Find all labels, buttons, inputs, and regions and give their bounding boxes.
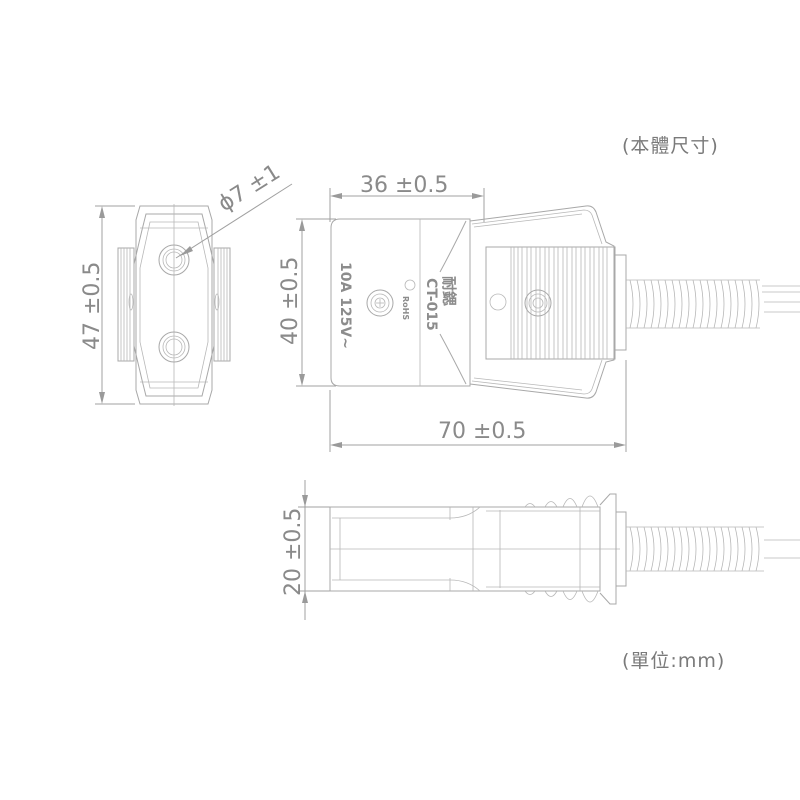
body-width-dimension: 36 ±0.5	[360, 173, 448, 198]
total-length-dimension: 70 ±0.5	[438, 419, 526, 444]
model-marking: CT-015	[423, 278, 439, 331]
cert-marking: RoHS	[401, 296, 410, 320]
side-view: 20 ±0.5	[281, 480, 800, 620]
end-view: 47 ±0.5 ϕ7 ±1	[80, 160, 293, 406]
strain-relief-spring	[626, 279, 800, 329]
top-view: 36 ±0.5 40 ±0.5	[278, 173, 800, 452]
rib-lines	[510, 247, 608, 359]
rating-marking: 10A 125V~	[337, 262, 353, 349]
unit-note: (單位:mm)	[622, 650, 726, 672]
thickness-dimension: 20 ±0.5	[281, 508, 306, 596]
body-height-dimension: 40 ±0.5	[278, 257, 303, 345]
brand-marking: 耐鍶	[440, 276, 458, 306]
side-strain-relief-spring	[626, 526, 800, 572]
hole-diameter-dimension: ϕ7 ±1	[214, 160, 285, 217]
end-height-dimension: 47 ±0.5	[80, 262, 105, 350]
view-title: (本體尺寸)	[622, 135, 719, 157]
